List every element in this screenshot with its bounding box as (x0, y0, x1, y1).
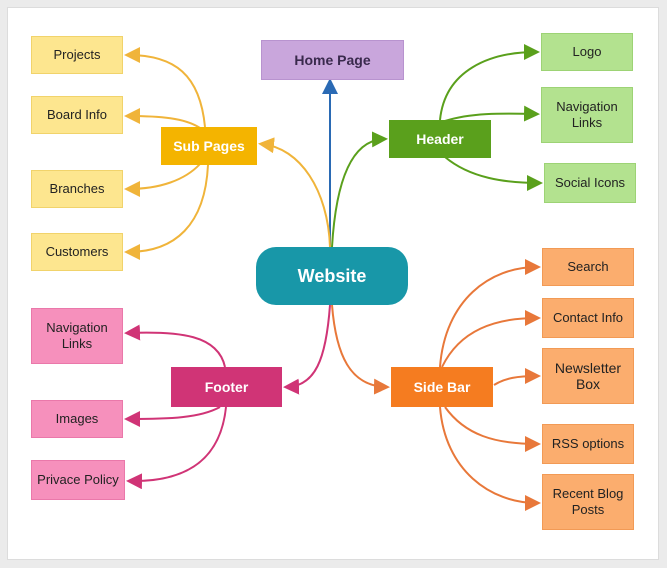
header-node: Header (389, 120, 491, 158)
link-footer-images (124, 406, 221, 427)
link-sidebar-search (439, 259, 541, 368)
side-bar-item-contact-info: Contact Info (542, 298, 634, 338)
link-subpages-branches (124, 163, 201, 197)
sub-pages-item-projects: Projects (31, 36, 123, 74)
link-header-logo (439, 44, 540, 121)
link-subpages-projects (124, 47, 206, 128)
side-bar-node: Side Bar (391, 367, 493, 407)
footer-item-navigation-links: Navigation Links (31, 308, 123, 364)
link-sidebar-rss (444, 406, 541, 452)
sub-pages-node: Sub Pages (161, 127, 257, 165)
link-sidebar-recent (439, 406, 541, 511)
footer-item-privacy-policy: Privace Policy (31, 460, 125, 500)
home-page-node: Home Page (261, 40, 404, 80)
link-footer-fnav (124, 324, 226, 368)
link-website-subpages (258, 137, 331, 248)
side-bar-item-search: Search (542, 248, 634, 286)
side-bar-item-newsletter-box: Newsletter Box (542, 348, 634, 404)
link-header-navlinks (444, 105, 540, 122)
header-item-navigation-links: Navigation Links (541, 87, 633, 143)
footer-item-images: Images (31, 400, 123, 438)
header-item-logo: Logo (541, 33, 633, 71)
sub-pages-item-branches: Branches (31, 170, 123, 208)
link-website-header (331, 131, 388, 248)
footer-node: Footer (171, 367, 282, 407)
sub-pages-item-customers: Customers (31, 233, 123, 271)
website-node: Website (256, 247, 408, 305)
link-subpages-board (124, 108, 201, 129)
header-item-social-icons: Social Icons (544, 163, 636, 203)
link-header-social (444, 156, 543, 191)
link-website-footer (283, 304, 331, 395)
side-bar-item-recent-blog-posts: Recent Blog Posts (542, 474, 634, 530)
link-subpages-customers (124, 164, 209, 260)
link-footer-privacy (126, 406, 227, 490)
link-sidebar-newsletter (493, 368, 541, 386)
link-website-sidebar (331, 304, 390, 395)
side-bar-item-rss-options: RSS options (542, 424, 634, 464)
sub-pages-item-board-info: Board Info (31, 96, 123, 134)
link-sidebar-contact (441, 310, 541, 368)
